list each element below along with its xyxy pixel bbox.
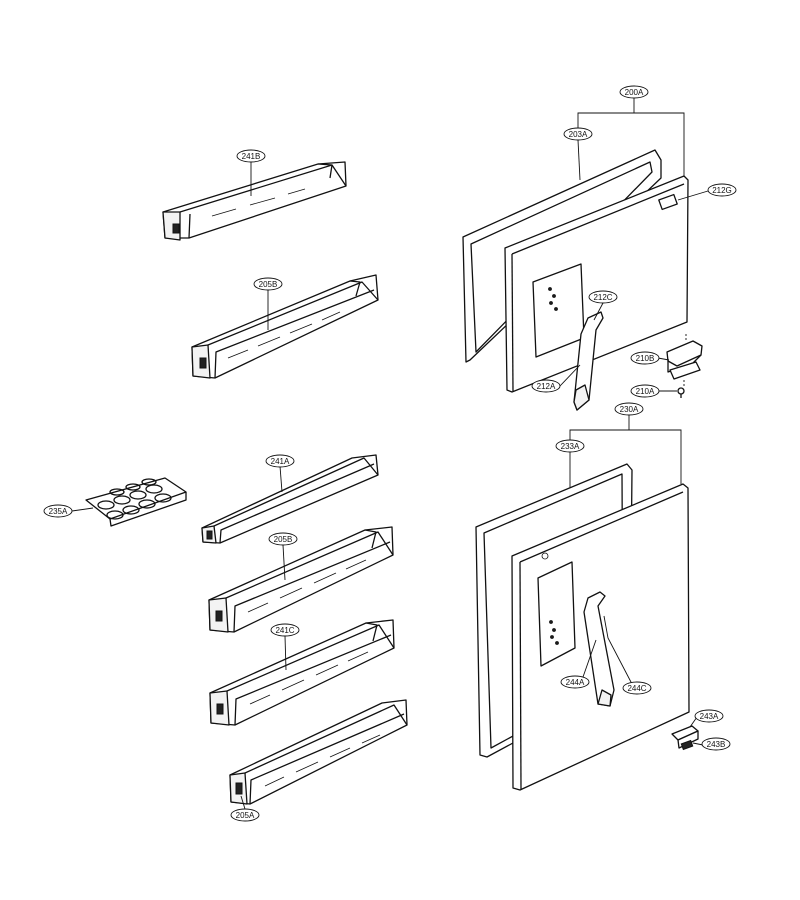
callout-230a: 230A [614, 402, 644, 416]
callout-241b: 241B [236, 149, 266, 163]
label-244c: 244C [627, 684, 646, 693]
callout-244c: 244C [622, 681, 652, 695]
shelf-241b [162, 161, 347, 241]
handle-212c [573, 311, 604, 411]
hinge-243 [671, 725, 699, 751]
label-233a: 233A [561, 442, 580, 451]
label-205a: 205A [236, 811, 255, 820]
label-205b-top: 205B [259, 280, 278, 289]
label-230a: 230A [620, 405, 639, 414]
label-210b: 210B [636, 354, 655, 363]
callout-205b-top: 205B [253, 277, 283, 291]
callout-203a: 203A [563, 127, 593, 141]
label-200a: 200A [625, 88, 644, 97]
callout-212g: 212G [707, 183, 737, 197]
callout-243a: 243A [694, 709, 724, 723]
bin-205b-mid [208, 526, 394, 633]
label-212g: 212G [712, 186, 732, 195]
hinge-210b [666, 334, 703, 387]
screw-210a [677, 387, 685, 398]
callout-241c: 241C [270, 623, 300, 637]
label-244a: 244A [566, 678, 585, 687]
bin-205b-top [191, 274, 379, 379]
callout-200a: 200A [619, 85, 649, 99]
label-205b-mid: 205B [274, 535, 293, 544]
label-241c: 241C [275, 626, 294, 635]
label-243b: 243B [707, 740, 726, 749]
label-243a: 243A [700, 712, 719, 721]
bin-205a [229, 699, 408, 805]
bin-241c [209, 619, 395, 726]
label-235a: 235A [49, 507, 68, 516]
label-241b: 241B [242, 152, 261, 161]
callout-212a: 212A [531, 379, 561, 393]
callout-243b: 243B [701, 737, 731, 751]
label-212c: 212C [593, 293, 612, 302]
callout-210a: 210A [630, 384, 660, 398]
egg-tray-235a [85, 477, 187, 527]
callout-212c: 212C [588, 290, 618, 304]
label-210a: 210A [636, 387, 655, 396]
label-212a: 212A [537, 382, 556, 391]
label-203a: 203A [569, 130, 588, 139]
callout-205a: 205A [230, 808, 260, 822]
callout-233a: 233A [555, 439, 585, 453]
callout-244a: 244A [560, 675, 590, 689]
label-241a: 241A [271, 457, 290, 466]
freezer-door-panel [504, 175, 689, 393]
callout-210b: 210B [630, 351, 660, 365]
handle-244 [583, 591, 615, 707]
callout-205b-mid: 205B [268, 532, 298, 546]
leader-lines [71, 95, 709, 810]
shelf-241a [201, 454, 379, 544]
callout-235a: 235A [43, 504, 73, 518]
callout-241a: 241A [265, 454, 295, 468]
